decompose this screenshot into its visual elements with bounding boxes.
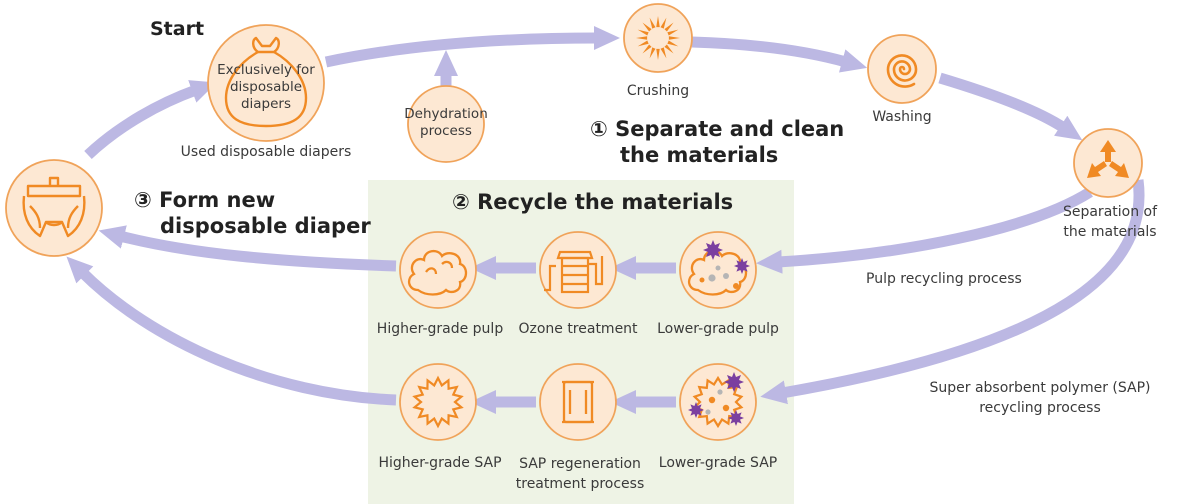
caption-higher-sap: Higher-grade SAP [378, 455, 502, 471]
caption-sap-regen-line1: SAP regeneration [519, 456, 641, 472]
sap-process-label-line2: recycling process [979, 400, 1101, 416]
caption-sap-regen: SAP regeneration treatment process [516, 454, 644, 494]
node-washing [867, 34, 937, 104]
arrow-crushing-to-washing [691, 36, 868, 73]
node-used-diapers [207, 24, 325, 142]
dehydration-text: Dehydration process [396, 106, 496, 140]
node-higher-sap [399, 363, 477, 441]
crushing-burst-icon [636, 16, 680, 60]
used-bag-text: Exclusively for disposable diapers [206, 62, 326, 113]
node-lower-sap [679, 363, 757, 441]
sap-process-label: Super absorbent polymer (SAP) recycling … [929, 378, 1150, 418]
caption-sap-regen-line2: treatment process [515, 476, 645, 492]
three-arrows-icon [1087, 140, 1129, 178]
cylinder-icon [562, 380, 594, 424]
caption-higher-pulp: Higher-grade pulp [376, 321, 504, 337]
caption-separation-line1: Separation of [1062, 204, 1158, 220]
start-label: Start [150, 18, 205, 40]
step1-heading-line2: the materials [620, 143, 779, 167]
caption-ozone: Ozone treatment [518, 321, 638, 337]
starburst-icon [412, 375, 464, 429]
step3-heading-line1: ③ Form new [134, 188, 276, 212]
arrow-highsap-to-diaper [66, 256, 397, 406]
step2-heading: ② Recycle the materials [452, 190, 734, 214]
dehydration-line1: Dehydration [404, 106, 488, 122]
arrow-washing-to-separation [938, 72, 1083, 141]
caption-crushing: Crushing [626, 83, 690, 99]
arrow-separation-to-pulp [756, 187, 1093, 274]
pulp-process-label: Pulp recycling process [866, 271, 1022, 287]
caption-separation: Separation of the materials [1063, 202, 1157, 242]
caption-lower-sap: Lower-grade SAP [658, 455, 778, 471]
node-sap-regen [539, 363, 617, 441]
dirty-sap-icon [688, 372, 744, 429]
sap-process-label-line1: Super absorbent polymer (SAP) [929, 380, 1151, 396]
arrow-separation-to-sap [760, 179, 1145, 405]
step1-heading-line1: ① Separate and clean [590, 117, 845, 141]
arrow-used-to-crushing [324, 26, 620, 68]
arrow-higher-pulp-to-diaper [98, 225, 397, 272]
caption-separation-line2: the materials [1063, 224, 1157, 240]
used-bag-text-line1: Exclusively for [217, 62, 315, 78]
ozone-tank-icon [544, 250, 604, 294]
node-new-diaper [5, 159, 103, 257]
dehydration-line2: process [420, 123, 472, 139]
used-bag-text-line3: diapers [240, 96, 292, 112]
caption-lower-pulp: Lower-grade pulp [657, 321, 779, 337]
arrow-start-to-used [84, 80, 217, 160]
diaper-bag-icon [224, 36, 308, 128]
step1-heading: ① Separate and clean the materials [590, 116, 844, 168]
step3-heading-line2: disposable diaper [160, 214, 371, 238]
node-ozone [539, 231, 617, 309]
step3-heading: ③ Form new disposable diaper [134, 187, 371, 239]
node-dehydration [407, 85, 485, 163]
diaper-icon [22, 176, 86, 238]
cloud-pulp-icon [407, 249, 468, 296]
dirty-pulp-icon [687, 240, 750, 296]
used-bag-text-line2: disposable [229, 79, 303, 95]
node-separation [1073, 128, 1143, 198]
caption-used-diapers: Used disposable diapers [180, 144, 352, 160]
caption-washing: Washing [872, 109, 932, 125]
spiral-icon [886, 54, 918, 88]
